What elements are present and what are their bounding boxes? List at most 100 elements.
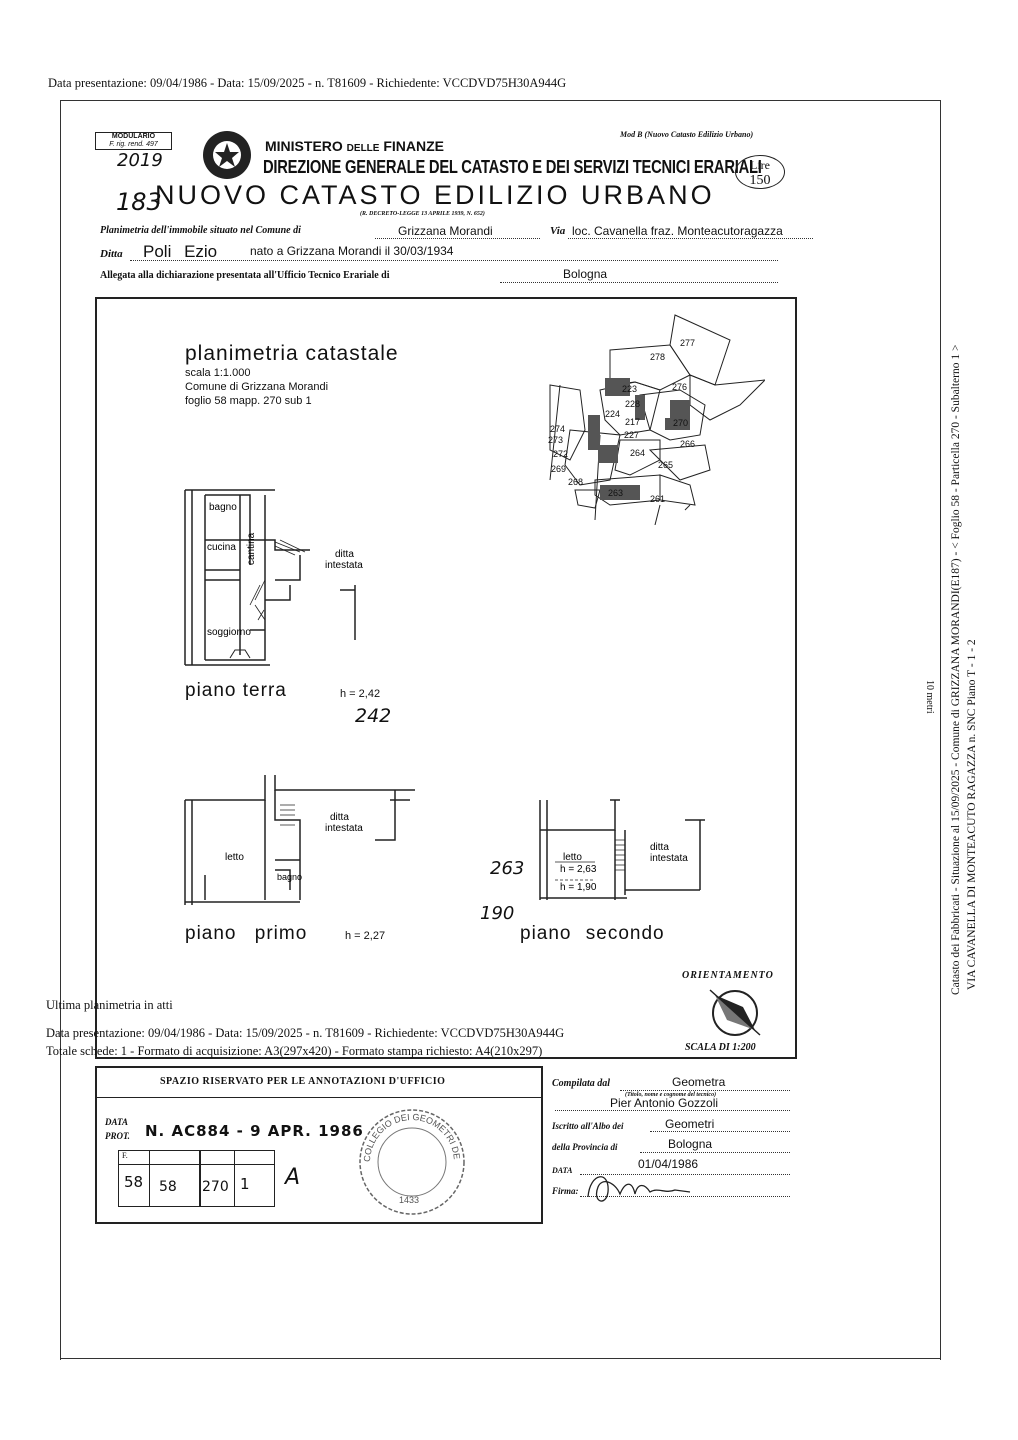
room-letto-secondo: letto bbox=[563, 852, 582, 863]
header-top: Data presentazione: 09/04/1986 - Data: 1… bbox=[48, 76, 567, 90]
hand-263: 263 bbox=[490, 858, 525, 879]
svg-text:COLLEGIO DEI GEOMETRI DELLA PR: COLLEGIO DEI GEOMETRI DELLA PROV. bbox=[355, 1105, 462, 1162]
modulario-box: MODULARIO F. rig. rend. 497 bbox=[95, 132, 172, 150]
location-map: 277 278 276 223 228 224 217 270 266 227 … bbox=[548, 314, 765, 525]
h-primo: h = 2,27 bbox=[345, 930, 386, 942]
provincia-label: della Provincia di bbox=[552, 1142, 618, 1152]
lire-stamp: Lire 150 bbox=[735, 155, 785, 189]
provincia-value: Bologna bbox=[668, 1137, 713, 1151]
map-parcel-labels: 277 278 276 223 228 224 217 270 266 227 … bbox=[548, 338, 695, 504]
registration-table: F. 58 58 270 1 bbox=[118, 1150, 275, 1207]
ministry-title: MINISTERO DELLE FINANZE bbox=[265, 138, 445, 154]
parcel-228: 228 bbox=[625, 399, 640, 409]
parcel-264: 264 bbox=[630, 448, 645, 458]
parcel-217: 217 bbox=[625, 417, 640, 427]
prot-value: N. AC884 - 9 APR. 1986 bbox=[145, 1122, 364, 1140]
stamp-number: 1433 bbox=[399, 1195, 419, 1205]
h-terra: h = 2,42 bbox=[340, 688, 381, 700]
piano-secondo-label: piano secondo bbox=[520, 923, 665, 944]
stamp-icon: COLLEGIO DEI GEOMETRI DELLA PROV. 1433 bbox=[355, 1105, 465, 1215]
floor-plan-primo: letto bagno ditta intestata bbox=[184, 775, 415, 905]
floor-plan-secondo: letto h = 2,63 h = 1,90 ditta intestata bbox=[539, 799, 705, 900]
hand-number-2019: 2019 bbox=[117, 150, 163, 171]
data-label: DATA bbox=[552, 1166, 573, 1175]
plan-title: planimetria catastale bbox=[185, 342, 399, 365]
piano-terra-label: piano terra bbox=[185, 680, 287, 701]
floor-plan-terra: bagno cucina cantina soggiorno ditta int… bbox=[184, 489, 363, 666]
iscritto-value: Geometri bbox=[665, 1117, 715, 1131]
parcel-278: 278 bbox=[650, 352, 665, 362]
parcel-274: 274 bbox=[550, 424, 565, 434]
room-ditta-secondo: ditta bbox=[650, 842, 669, 853]
ufficio-value: Bologna bbox=[563, 267, 608, 281]
h-terra-hand: 242 bbox=[355, 705, 392, 727]
room-intestata-primo: intestata bbox=[325, 823, 363, 834]
room-bagno: bagno bbox=[209, 502, 237, 513]
parcel-272: 272 bbox=[553, 449, 568, 459]
data-prot-labels: DATA PROT. bbox=[105, 1117, 130, 1141]
room-ditta-primo: ditta bbox=[330, 812, 349, 823]
mod-b-label: Mod B (Nuovo Catasto Edilizio Urbano) bbox=[620, 130, 754, 139]
hand-190: 190 bbox=[480, 903, 515, 924]
ditta-label: Ditta bbox=[100, 248, 123, 260]
h-263-label: h = 2,63 bbox=[560, 864, 597, 875]
compilata-value: Geometra bbox=[672, 1075, 726, 1089]
titolo-note: (Titolo, nome e cognome del tecnico) bbox=[625, 1092, 717, 1098]
room-intestata-secondo: intestata bbox=[650, 853, 688, 864]
side-line-1: Catasto dei Fabbricati - Situazione al 1… bbox=[950, 344, 962, 995]
direzione-title: DIREZIONE GENERALE DEL CATASTO E DEI SER… bbox=[263, 157, 762, 177]
parcel-263: 263 bbox=[608, 488, 623, 498]
compilata-label: Compilata dal bbox=[552, 1078, 611, 1089]
parcel-270: 270 bbox=[673, 418, 688, 428]
stamp-text: COLLEGIO DEI GEOMETRI DELLA PROV. bbox=[355, 1105, 462, 1162]
ditta-name: Poli Ezio bbox=[143, 242, 218, 261]
tecnico-name: Pier Antonio Gozzoli bbox=[610, 1096, 719, 1110]
emblem-icon bbox=[203, 131, 251, 179]
data-value: 01/04/1986 bbox=[638, 1157, 699, 1171]
allegata-label: Allegata alla dichiarazione presentata a… bbox=[100, 270, 390, 281]
col5-value: A bbox=[285, 1165, 301, 1190]
room-soggiorno: soggiorno bbox=[207, 627, 251, 638]
comune-value: Grizzana Morandi bbox=[398, 224, 493, 238]
frame-left-line bbox=[60, 100, 61, 1360]
plan-frame bbox=[95, 297, 797, 1059]
parcel-273: 273 bbox=[548, 435, 563, 445]
parcel-265: 265 bbox=[658, 460, 673, 470]
parcel-227: 227 bbox=[624, 430, 639, 440]
parcel-266: 266 bbox=[680, 439, 695, 449]
side-line-2: VIA CAVANELLA DI MONTEACUTO RAGAZZA n. S… bbox=[966, 639, 978, 990]
ultima-planimetria: Ultima planimetria in atti bbox=[46, 998, 173, 1012]
room-letto-primo: letto bbox=[225, 852, 244, 863]
firma-label: Firma: bbox=[552, 1186, 579, 1196]
parcel-277: 277 bbox=[680, 338, 695, 348]
annotation-box bbox=[95, 1066, 543, 1224]
signature-icon bbox=[587, 1176, 691, 1202]
footer-line-1: Data presentazione: 09/04/1986 - Data: 1… bbox=[46, 1026, 565, 1040]
north-arrow-icon bbox=[709, 989, 761, 1036]
frame-top-line bbox=[60, 100, 940, 101]
parcel-269: 269 bbox=[551, 464, 566, 474]
planimetria-label: Planimetria dell'immobile situato nel Co… bbox=[100, 225, 301, 236]
frame-right-line bbox=[940, 100, 941, 1360]
iscritto-label: Iscritto all'Albo dei bbox=[552, 1121, 624, 1131]
parcel-268: 268 bbox=[568, 477, 583, 487]
parcel-276: 276 bbox=[672, 382, 687, 392]
room-ditta-terra: ditta bbox=[335, 549, 354, 560]
parcel-224: 224 bbox=[605, 409, 620, 419]
piano-primo-label: piano primo bbox=[185, 923, 308, 944]
room-intestata-terra: intestata bbox=[325, 560, 363, 571]
h-190-label: h = 1,90 bbox=[560, 882, 597, 893]
room-cantina: cantina bbox=[246, 532, 257, 565]
parcel-223: 223 bbox=[622, 384, 637, 394]
plan-info: scala 1:1.000 Comune di Grizzana Morandi… bbox=[185, 367, 329, 407]
frame-bottom-line bbox=[60, 1358, 940, 1359]
side-scale: 10 metri bbox=[924, 680, 935, 714]
parcel-261: 261 bbox=[650, 494, 665, 504]
via-label: Via bbox=[550, 225, 566, 237]
footer-line-2: Totale schede: 1 - Formato di acquisizio… bbox=[46, 1044, 543, 1058]
annotation-title: SPAZIO RISERVATO PER LE ANNOTAZIONI D'UF… bbox=[160, 1076, 446, 1087]
nuovo-catasto-title: NUOVO CATASTO EDILIZIO URBANO bbox=[155, 180, 715, 210]
via-value: loc. Cavanella fraz. Monteacutoragazza bbox=[572, 224, 783, 238]
room-cucina: cucina bbox=[207, 542, 236, 553]
room-bagno-primo: bagno bbox=[277, 872, 302, 882]
